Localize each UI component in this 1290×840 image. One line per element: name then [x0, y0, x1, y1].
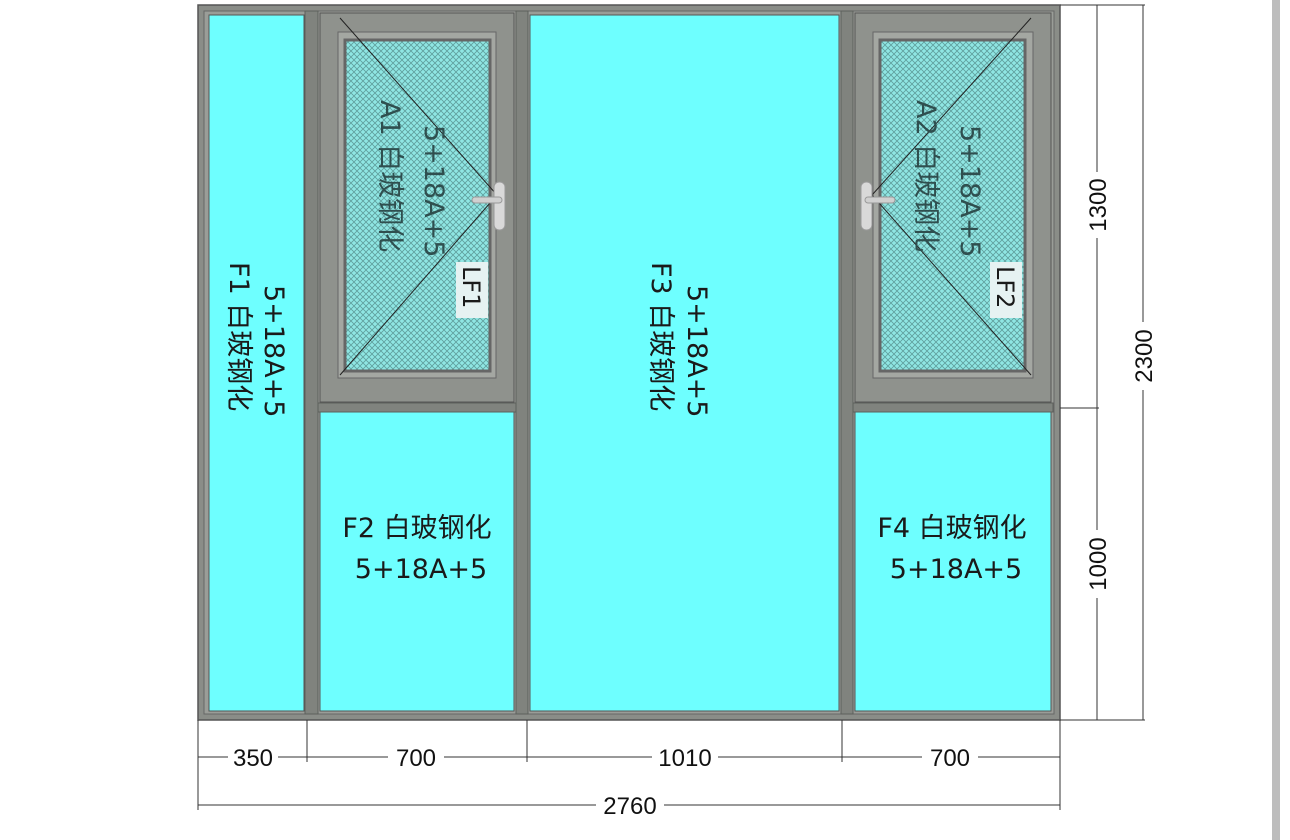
- mullion: [304, 10, 319, 715]
- pane-F2-glass: [319, 411, 515, 712]
- sash-A1: A1 白玻钢化 5+18A+5 LF1: [319, 12, 515, 403]
- pane-A2-label-line2: 5+18A+5: [954, 125, 985, 257]
- pane-A1-label-line2: 5+18A+5: [418, 125, 449, 257]
- total-height-dim: 2300: [1131, 329, 1158, 382]
- mullion: [840, 10, 854, 715]
- sash-A1-tag: LF1: [457, 266, 485, 308]
- width-dim-4: 700: [930, 745, 970, 772]
- pane-A1-label-line1: A1 白玻钢化: [374, 100, 405, 252]
- mullion: [515, 10, 529, 715]
- pane-F3-glass: [529, 14, 840, 712]
- pane-F1-label-line2: 5+18A+5: [258, 285, 289, 417]
- pane-F3-label-line1: F3 白玻钢化: [645, 262, 676, 411]
- pane-A2-label-line1: A2 白玻钢化: [910, 100, 941, 252]
- window-handle-icon: [860, 181, 896, 231]
- sash-A2-tag: LF2: [991, 266, 1019, 308]
- width-dim-3: 1010: [658, 745, 711, 772]
- height-dim-1: 1300: [1085, 178, 1112, 231]
- pane-F1-glass: [208, 14, 305, 712]
- total-width-dim: 2760: [603, 793, 656, 820]
- pane-F1-label-line1: F1 白玻钢化: [223, 262, 254, 411]
- width-dim-1: 350: [233, 745, 273, 772]
- height-dim-2: 1000: [1085, 537, 1112, 590]
- window-handle-icon: [471, 181, 506, 231]
- pane-F4-glass: [854, 411, 1052, 712]
- transom: [317, 402, 517, 413]
- pane-F2-label-line2: 5+18A+5: [355, 554, 487, 585]
- pane-F4-label-line1: F4 白玻钢化: [877, 513, 1026, 544]
- sash-A2: A2 白玻钢化 5+18A+5 LF2: [854, 12, 1052, 403]
- pane-F3-label-line2: 5+18A+5: [681, 285, 712, 417]
- width-dimensions: 350 700 1010 700 2760: [197, 720, 1061, 820]
- vertical-scrollbar[interactable]: [1272, 0, 1280, 840]
- pane-F4-label-line2: 5+18A+5: [890, 554, 1022, 585]
- transom: [852, 402, 1054, 413]
- width-dim-2: 700: [396, 745, 436, 772]
- pane-F2-label-line1: F2 白玻钢化: [342, 513, 491, 544]
- height-dimensions: 1300 1000 2300: [1060, 4, 1158, 721]
